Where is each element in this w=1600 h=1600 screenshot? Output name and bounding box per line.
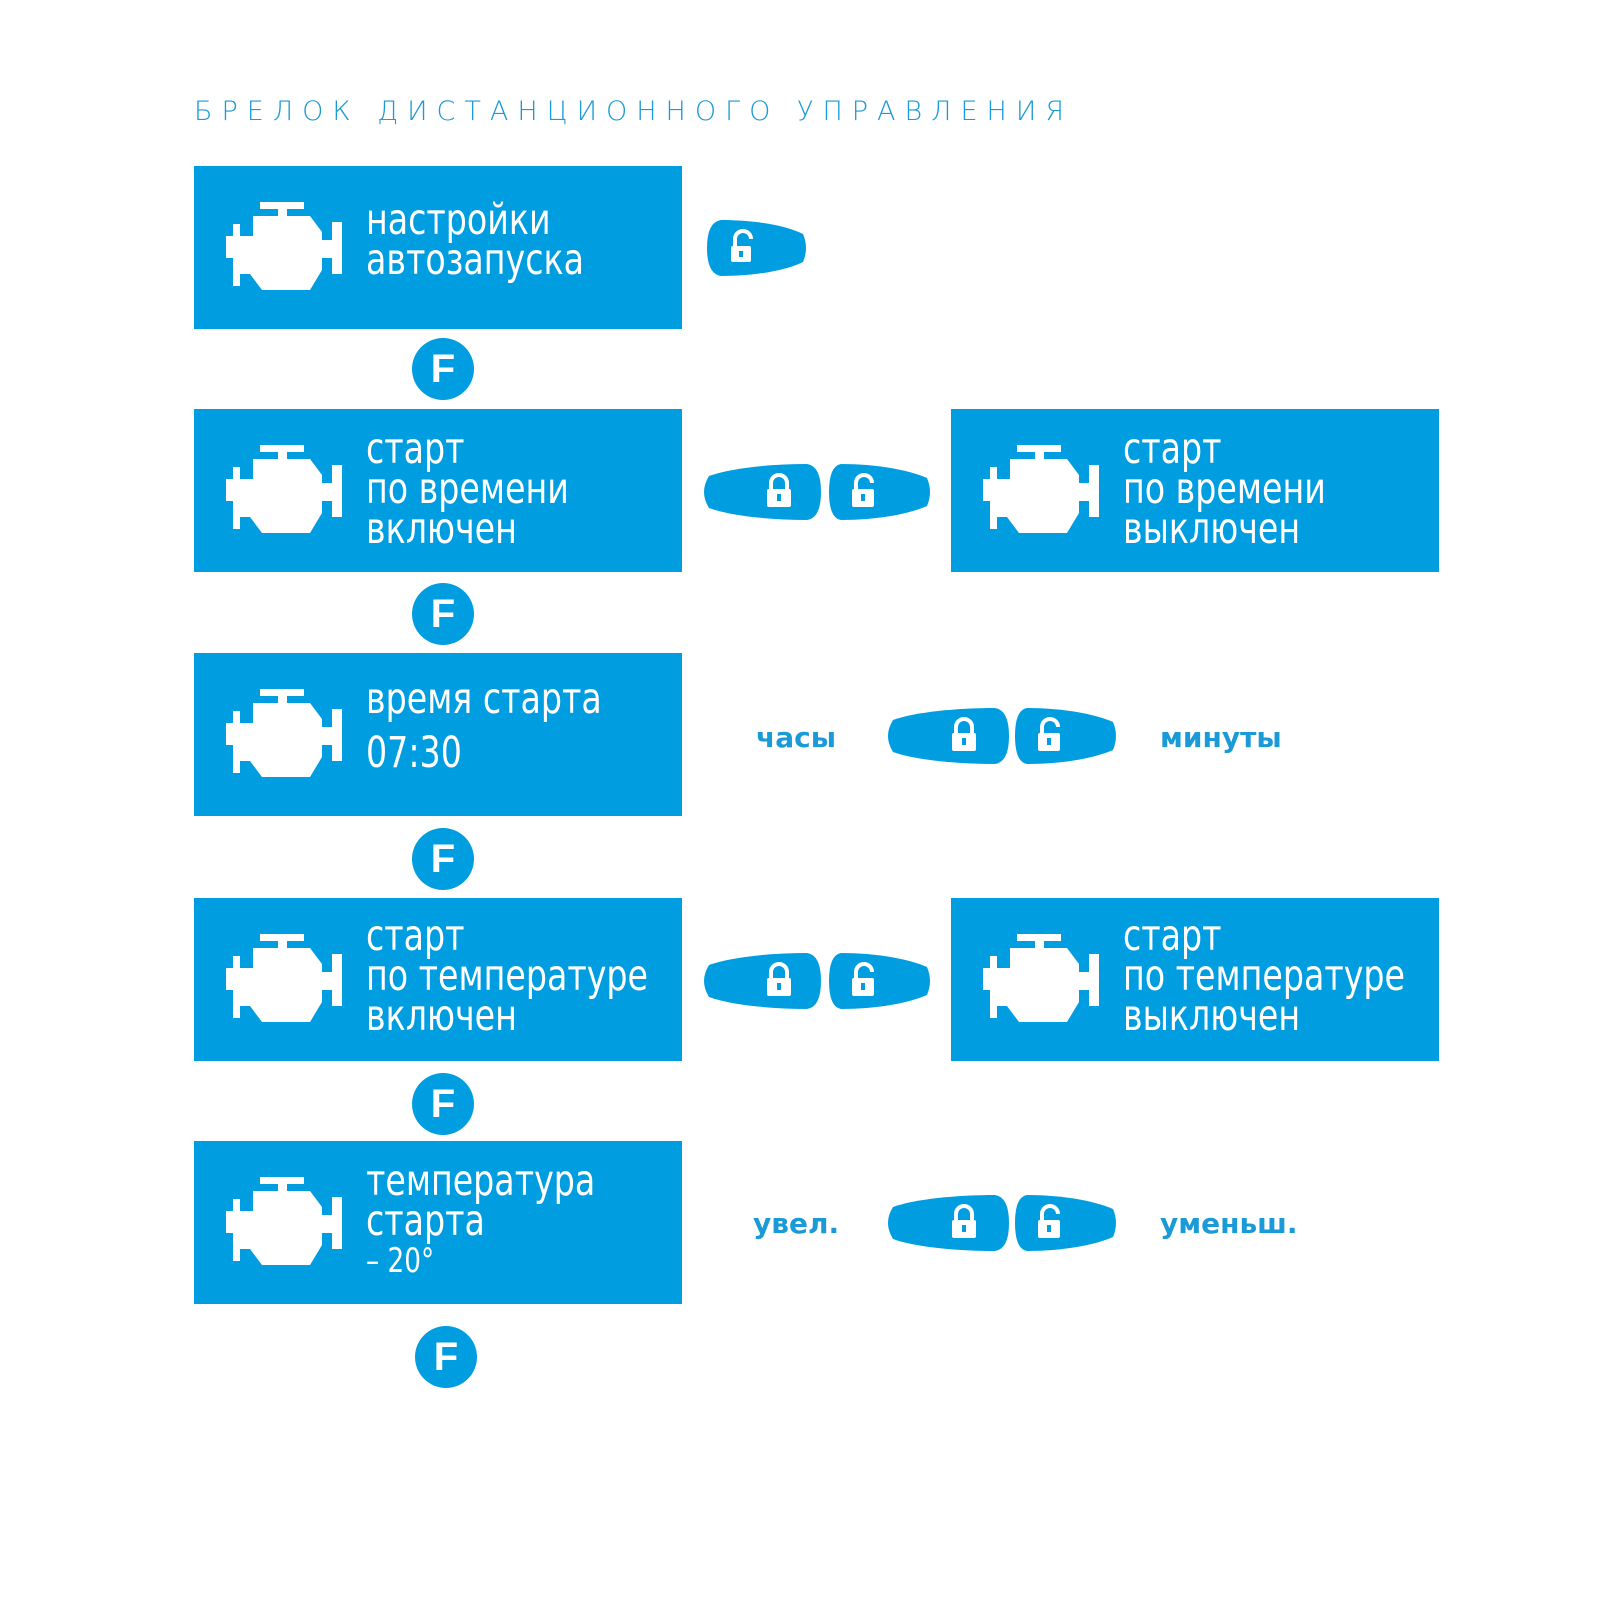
lock-key-button[interactable]: [699, 462, 821, 522]
f-button[interactable]: F: [412, 828, 474, 890]
screen-line: включен: [366, 991, 517, 1041]
screen-time-start-on: старт по времени включен: [194, 409, 682, 572]
hours-label: часы: [756, 721, 837, 754]
lock-open-icon: [852, 962, 874, 996]
lock-open-icon: [731, 229, 753, 262]
lock-closed-icon: [767, 473, 791, 507]
screen-start-temperature: температура старта – 20°: [194, 1141, 682, 1304]
engine-icon: [226, 689, 342, 777]
decrease-label: уменьш.: [1160, 1207, 1298, 1240]
unlock-key-button[interactable]: [1015, 706, 1119, 766]
lock-open-icon: [1038, 1204, 1060, 1238]
screen-line: настройки: [366, 195, 551, 245]
lock-closed-icon: [767, 962, 791, 996]
lock-open-icon: [1038, 717, 1060, 751]
engine-icon: [226, 202, 342, 290]
screen-line: старт: [1123, 911, 1222, 961]
screen-autostart-settings: настройки автозапуска: [194, 166, 682, 329]
lock-open-icon: [852, 473, 874, 507]
screen-line: включен: [366, 504, 517, 554]
lock-closed-icon: [952, 1204, 976, 1238]
f-button[interactable]: F: [412, 338, 474, 400]
screen-line: выключен: [1123, 504, 1301, 554]
engine-icon: [226, 445, 342, 533]
screen-line: старта: [366, 1196, 485, 1246]
screen-line: старт: [1123, 424, 1222, 474]
engine-icon: [226, 1177, 342, 1265]
screen-line: по времени: [1123, 464, 1326, 514]
engine-icon: [983, 934, 1099, 1022]
screen-line: 07:30: [366, 728, 462, 778]
screen-line: выключен: [1123, 991, 1301, 1041]
unlock-key-button[interactable]: [829, 951, 933, 1011]
engine-icon: [983, 445, 1099, 533]
increase-label: увел.: [753, 1207, 840, 1240]
screen-temp-start-off: старт по температуре выключен: [951, 898, 1439, 1061]
unlock-key-button[interactable]: [707, 218, 809, 278]
page-title: БРЕЛОК ДИСТАНЦИОННОГО УПРАВЛЕНИЯ: [194, 96, 1073, 127]
screen-line: по температуре: [1123, 951, 1406, 1001]
lock-closed-icon: [952, 717, 976, 751]
screen-line: – 20°: [366, 1241, 435, 1281]
lock-key-button[interactable]: [883, 1193, 1009, 1253]
screen-line: по температуре: [366, 951, 649, 1001]
lock-key-button[interactable]: [883, 706, 1009, 766]
screen-line: автозапуска: [366, 235, 585, 285]
unlock-key-button[interactable]: [1015, 1193, 1119, 1253]
screen-temp-start-on: старт по температуре включен: [194, 898, 682, 1061]
screen-line: старт: [366, 424, 465, 474]
f-button[interactable]: F: [412, 583, 474, 645]
screen-line: по времени: [366, 464, 569, 514]
minutes-label: минуты: [1160, 721, 1282, 754]
screen-time-start-off: старт по времени выключен: [951, 409, 1439, 572]
screen-line: температура: [366, 1156, 596, 1206]
screen-line: старт: [366, 911, 465, 961]
f-button[interactable]: F: [412, 1073, 474, 1135]
unlock-key-button[interactable]: [829, 462, 933, 522]
screen-start-time: время старта 07:30: [194, 653, 682, 816]
engine-icon: [226, 934, 342, 1022]
lock-key-button[interactable]: [699, 951, 821, 1011]
f-button[interactable]: F: [415, 1326, 477, 1388]
screen-line: время старта: [366, 674, 602, 724]
